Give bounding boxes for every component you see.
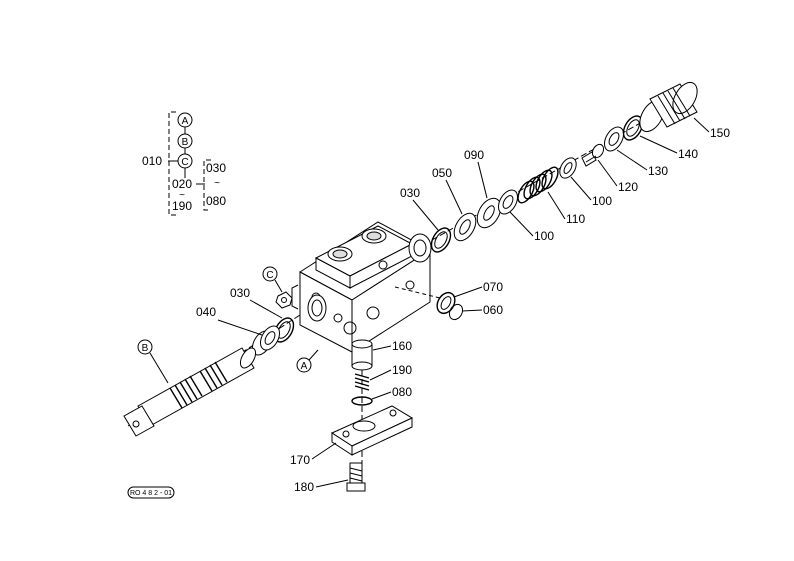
callout-a: A [296,349,319,373]
group-tilde-2: ~ [214,178,220,189]
label-050: 050 [432,166,452,180]
group-part-030: 030 [206,161,226,175]
label-040: 040 [196,305,216,319]
label-140: 140 [678,147,698,161]
part-labels: 030 050 090 100 110 100 120 130 140 150 … [196,117,730,494]
label-080: 080 [392,385,412,399]
bottom-assembly [330,339,414,492]
label-070: 070 [483,280,503,294]
label-120: 120 [618,180,638,194]
label-030-top: 030 [400,186,420,200]
label-150: 150 [710,126,730,140]
group-tilde-1: ~ [179,190,185,201]
reference-code-text: RO 4 8 2 - 01 [130,490,172,497]
cap-150 [639,81,698,133]
callout-b-text: B [142,343,149,354]
group-part-190: 190 [172,199,192,213]
label-030-left: 030 [230,286,250,300]
valve-body [291,221,441,353]
label-130: 130 [648,164,668,178]
spring-190 [354,373,370,391]
label-110: 110 [566,212,585,226]
callout-c: C [262,266,283,293]
label-100-mid: 100 [534,229,554,243]
group-circle-c: C [181,157,188,168]
group-part-010: 010 [142,154,162,168]
group-circle-a: A [182,116,189,127]
group-part-020: 020 [172,177,192,191]
bolt-120 [581,143,605,167]
label-100-right: 100 [592,194,612,208]
spool-assembly [123,291,301,437]
label-160: 160 [392,339,412,353]
spool-grooves [169,361,228,409]
group-part-080: 080 [206,194,226,208]
group-circle-b: B [182,137,189,148]
spring-110 [517,166,559,204]
label-060: 060 [483,303,503,317]
label-190: 190 [392,363,412,377]
callout-b: B [137,339,169,384]
label-180: 180 [294,480,314,494]
label-090: 090 [464,148,484,162]
reference-code: RO 4 8 2 - 01 [127,486,175,499]
right-stack [430,81,698,321]
label-170: 170 [290,453,310,467]
callout-a-text: A [301,361,308,372]
group-index: A B C 010 020 ~ 190 030 ~ 080 [142,111,226,216]
callout-c-text: C [266,270,273,281]
